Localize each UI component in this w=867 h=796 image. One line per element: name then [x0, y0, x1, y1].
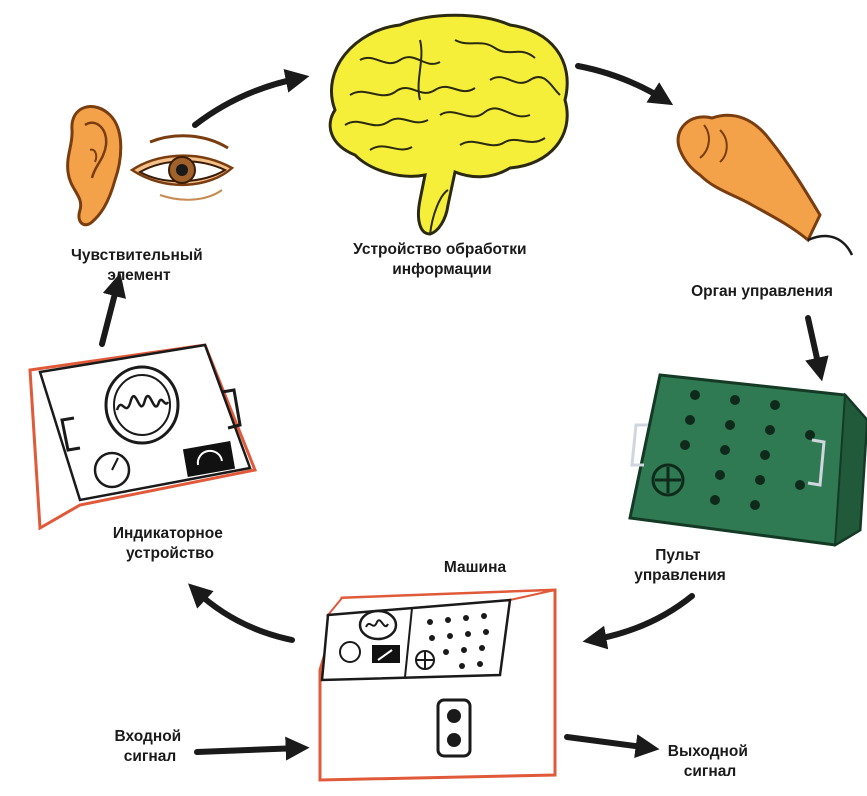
indicator-device-icon — [28, 343, 258, 531]
ear-icon — [66, 105, 123, 227]
label-input-signal: Входной сигнал — [115, 728, 186, 765]
label-processor-line2: информации — [392, 261, 491, 278]
label-indicator: Индикаторное устройство — [113, 525, 227, 562]
brain-icon — [328, 13, 569, 236]
label-control-panel-line2: управления — [634, 567, 726, 584]
machine-icon — [318, 588, 557, 782]
arrow-indicator-to-sensor — [99, 272, 127, 347]
dial-icon — [651, 463, 685, 497]
label-output-signal: Выходной сигнал — [668, 743, 752, 780]
label-control-panel-line1: Пульт — [655, 547, 701, 564]
label-control-organ: Орган управления — [691, 283, 833, 300]
label-output-line2: сигнал — [684, 763, 736, 780]
label-sensor: Чувствительный элемент — [71, 247, 207, 284]
label-sensor-line1: Чувствительный — [71, 247, 203, 264]
label-input-line2: сигнал — [124, 748, 176, 765]
label-input-line1: Входной — [115, 728, 182, 745]
arrow-sensor-to-brain — [192, 69, 310, 128]
label-indicator-line2: устройство — [126, 545, 214, 562]
label-processor-line1: Устройство обработки — [353, 241, 526, 258]
hand-icon — [676, 113, 854, 256]
arrow-brain-to-hand — [575, 63, 674, 106]
arrow-hand-to-panel — [805, 315, 829, 382]
eye-icon — [129, 134, 235, 201]
arrow-input-signal — [194, 736, 310, 761]
label-processor: Устройство обработки информации — [353, 241, 531, 278]
label-control-panel: Пульт управления — [634, 547, 726, 584]
meter-display — [182, 441, 236, 477]
arrow-panel-to-machine — [582, 593, 695, 650]
arrow-output-signal — [564, 734, 660, 759]
label-machine: Машина — [444, 559, 507, 576]
flow-arrows — [99, 63, 829, 761]
control-panel-icon — [628, 373, 867, 547]
machine-socket — [436, 698, 472, 758]
label-indicator-line1: Индикаторное — [113, 525, 223, 542]
arrow-machine-to-indicator — [188, 583, 295, 643]
label-sensor-line2: элемент — [107, 267, 171, 284]
label-output-line1: Выходной — [668, 743, 748, 760]
